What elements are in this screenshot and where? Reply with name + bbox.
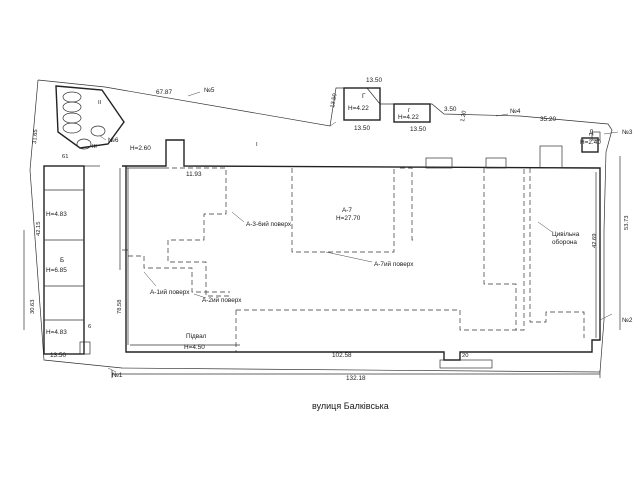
- outbuilding-g1-height: Н=4.22: [348, 105, 369, 112]
- a7-height: Н=27.70: [336, 215, 361, 222]
- dimension-lines: [23, 156, 621, 378]
- dim-13-50-g1: 13.50: [354, 125, 370, 132]
- dim-13-50-top: 13.50: [366, 77, 382, 84]
- tank-label-1: I: [256, 142, 258, 148]
- marker-n2: №2: [622, 317, 633, 324]
- dim-61: 61: [62, 154, 68, 160]
- marker-n4: №4: [510, 108, 521, 115]
- tank-label-3: III: [92, 144, 97, 150]
- floor-a2-outline: [128, 255, 230, 293]
- dim-42-15: 42.15: [36, 221, 42, 236]
- dim-20: 20: [462, 353, 468, 359]
- floor-a3-outline: [164, 167, 230, 297]
- tanks-enclosure: [55, 85, 125, 150]
- floor-a7-label: А-7ий поверх: [374, 260, 414, 268]
- marker-n3: №3: [622, 129, 633, 136]
- dim-13-50-g2: 13.50: [410, 126, 426, 133]
- outbuilding-g2-height: Н=4.22: [398, 114, 419, 121]
- civil-defense-label-1: Цивільна: [552, 230, 580, 238]
- left-annex: [43, 165, 100, 355]
- height-2-60: Н=2.60: [130, 145, 151, 152]
- outbuilding-d-letter: Д: [589, 129, 594, 136]
- outbuilding-g-small: [393, 103, 431, 123]
- dim-31-65: 31.65: [32, 129, 39, 144]
- dim-42-69: 42.69: [592, 233, 598, 248]
- floor-a2-label: А-2ий поверх: [202, 296, 242, 304]
- floor-a1-label: А-1ий поверх: [150, 288, 190, 296]
- dim-6: 6: [88, 324, 91, 330]
- dim-132-18: 132.18: [346, 375, 366, 382]
- outbuilding-g2-letter: г: [408, 107, 411, 114]
- dim-11-93: 11.93: [186, 171, 202, 178]
- dim-102-58: 102.58: [332, 352, 352, 359]
- floor-a3-label: А-3-6ий поверх: [246, 220, 292, 228]
- left-annex-height-1: Н=4.83: [46, 211, 67, 218]
- outbuilding-d-height: Н=2.40: [580, 139, 601, 146]
- floor-upper-outline: [236, 168, 585, 338]
- street-name: вулиця Балківська: [312, 401, 389, 411]
- site-boundary: [29, 79, 613, 373]
- a7-name: А-7: [342, 207, 352, 214]
- dim-1-20: 1.20: [460, 110, 468, 122]
- basement-height: Н=4.50: [184, 344, 205, 351]
- dim-30-63: 30.63: [30, 299, 36, 314]
- basement-label: Підвал: [186, 332, 207, 340]
- dim-3-50: 3.50: [444, 106, 457, 113]
- tank-label-2: II: [98, 100, 102, 106]
- marker-n5: №5: [204, 87, 215, 94]
- civil-defense-label-2: оборона: [552, 238, 577, 246]
- marker-n6: №6: [108, 137, 119, 144]
- main-building: [119, 139, 601, 369]
- outbuilding-g-large: [343, 87, 381, 121]
- left-annex-b-height: Н=6.85: [46, 267, 67, 274]
- left-annex-height-2: Н=4.83: [46, 329, 67, 336]
- dim-78-58: 78.58: [117, 299, 123, 314]
- dim-53-73: 53.73: [624, 215, 630, 230]
- outbuilding-g1-letter: Г: [362, 93, 366, 100]
- dim-13-50-vert: 13.50: [330, 93, 338, 108]
- leader-lines: [99, 91, 619, 373]
- outbuilding-d: [581, 131, 601, 153]
- dim-67-87: 67.87: [156, 89, 172, 96]
- marker-n1: №1: [112, 372, 123, 379]
- dim-13-50-bottom-left: 13.50: [50, 352, 66, 359]
- left-annex-b-letter: Б: [60, 257, 64, 264]
- floor-a7-outline: [291, 167, 416, 253]
- dim-35-20: 35.20: [540, 116, 556, 123]
